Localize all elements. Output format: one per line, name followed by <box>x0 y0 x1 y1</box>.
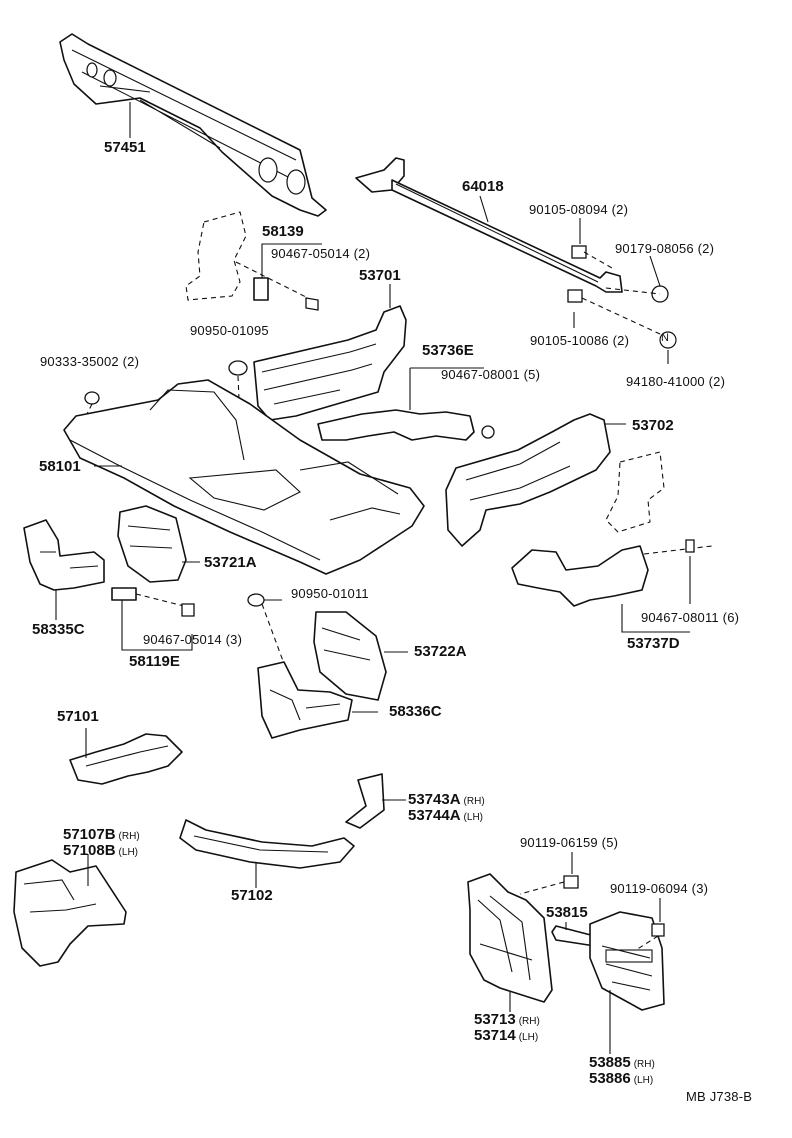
part-number: 53714 <box>474 1027 516 1044</box>
part-number: 53885 <box>589 1054 631 1071</box>
label-90105-08094: 90105-08094 (2) <box>529 202 629 217</box>
part-number: 53744A <box>408 807 461 824</box>
label-90467-05014-3: 90467-05014 (3) <box>143 632 243 647</box>
label-53737D: 53737D <box>627 635 680 652</box>
label-53701: 53701 <box>359 267 401 284</box>
label-53815: 53815 <box>546 904 588 921</box>
label-58336C: 58336C <box>389 703 442 720</box>
label-94180-41000: 94180-41000 (2) <box>626 374 726 389</box>
part-number: 57107B <box>63 826 116 843</box>
mudguard-53713-53714 <box>467 852 579 1012</box>
label-90179-08056: 90179-08056 (2) <box>615 241 715 256</box>
label-90105-10086: 90105-10086 (2) <box>530 333 630 348</box>
side-lh: (LH) <box>518 1032 539 1043</box>
label-90950-01011: 90950-01011 <box>291 586 369 601</box>
label-57101: 57101 <box>57 708 99 725</box>
bracket-57107B-57108B <box>13 854 127 967</box>
fasteners-upper-right <box>567 218 677 364</box>
sill-57102 <box>179 819 355 888</box>
label-58119E: 58119E <box>129 653 180 670</box>
side-lh: (LH) <box>633 1075 654 1086</box>
seal-53737D <box>511 539 713 633</box>
part-number: 53743A <box>408 791 461 808</box>
label-90950-01095: 90950-01095 <box>190 323 269 338</box>
side-lh: (LH) <box>118 847 138 858</box>
label-58335C: 58335C <box>32 621 85 638</box>
part-number: 53886 <box>589 1070 631 1087</box>
label-53886: 53886(LH) <box>589 1071 653 1086</box>
label-90467-08001: 90467-08001 (5) <box>441 367 541 382</box>
label-57102: 57102 <box>231 887 273 904</box>
label-58101: 58101 <box>39 458 81 475</box>
apron-lower-53702 <box>445 413 665 547</box>
label-53714: 53714(LH) <box>474 1028 538 1043</box>
label-53744A: 53744A(LH) <box>408 808 483 823</box>
label-90333-35002: 90333-35002 (2) <box>40 354 140 369</box>
label-64018: 64018 <box>462 178 504 195</box>
cowl-panel-57451 <box>59 33 327 217</box>
label-53702: 53702 <box>632 417 674 434</box>
mudguard-53885-53886 <box>551 898 665 1054</box>
side-rh: (RH) <box>118 831 140 842</box>
floor-pan-58101 <box>63 379 425 575</box>
label-90467-05014-2: 90467-05014 (2) <box>271 246 371 261</box>
side-rh: (RH) <box>463 796 485 807</box>
label-57107B: 57107B(RH) <box>63 827 140 842</box>
label-57451: 57451 <box>104 139 146 156</box>
label-53721A: 53721A <box>204 554 257 571</box>
label-90119-06159: 90119-06159 (5) <box>520 835 619 850</box>
label-90467-08011: 90467-08011 (6) <box>641 610 740 625</box>
side-rh: (RH) <box>518 1016 540 1027</box>
label-53736E: 53736E <box>422 342 474 359</box>
label-58139: 58139 <box>262 223 304 240</box>
label-53722A: 53722A <box>414 643 467 660</box>
part-number: 53713 <box>474 1011 516 1028</box>
footer-code: MB J738-B <box>686 1089 753 1104</box>
brackets-left-53721A-58335C <box>23 505 200 651</box>
label-53885: 53885(RH) <box>589 1055 655 1070</box>
seal-53743A-53744A <box>345 773 406 829</box>
brackets-center-53722A-58336C <box>247 593 408 739</box>
brace-rod-64018 <box>355 157 623 293</box>
circle-marker: N <box>661 332 669 344</box>
label-53743A: 53743A(RH) <box>408 792 485 807</box>
seal-53736E <box>317 367 495 441</box>
label-90119-06094: 90119-06094 (3) <box>610 881 709 896</box>
bracket-phantom-left <box>185 211 322 311</box>
side-lh: (LH) <box>463 812 483 823</box>
label-53713: 53713(RH) <box>474 1012 540 1027</box>
apron-upper-53701 <box>253 284 407 421</box>
side-rh: (RH) <box>633 1059 655 1070</box>
label-57108B: 57108B(LH) <box>63 843 138 858</box>
part-number: 57108B <box>63 842 116 859</box>
sill-57101 <box>69 728 183 785</box>
